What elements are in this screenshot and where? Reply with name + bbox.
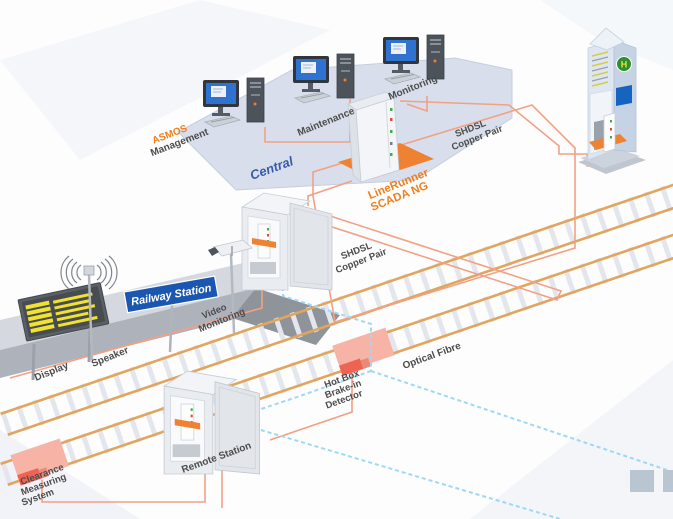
clearance-detector <box>10 438 69 486</box>
sound-waves-icon <box>60 255 118 290</box>
trackside-cabinet <box>240 192 333 291</box>
pillar-stripes <box>591 51 609 87</box>
cctv-camera <box>208 239 253 334</box>
help-pillar: H <box>578 27 646 174</box>
scada-ng-device <box>338 91 434 183</box>
workstation-monitoring <box>383 34 445 85</box>
pillar-info-panel <box>616 85 632 106</box>
remote-station-cabinet <box>162 370 260 475</box>
railway-track-lower <box>0 217 673 487</box>
help-stop-icon: H <box>616 56 632 72</box>
label-video-monitoring: Video Monitoring <box>197 302 247 335</box>
page-decor-square <box>630 470 654 492</box>
hot-box-detector <box>332 327 395 377</box>
pillar-letter: H <box>621 60 628 70</box>
speaker-pole <box>60 255 118 361</box>
workstation-asmos <box>203 77 265 128</box>
page-decor-square <box>663 470 673 492</box>
workstation-maintenance <box>293 53 355 104</box>
display-board <box>17 282 110 381</box>
